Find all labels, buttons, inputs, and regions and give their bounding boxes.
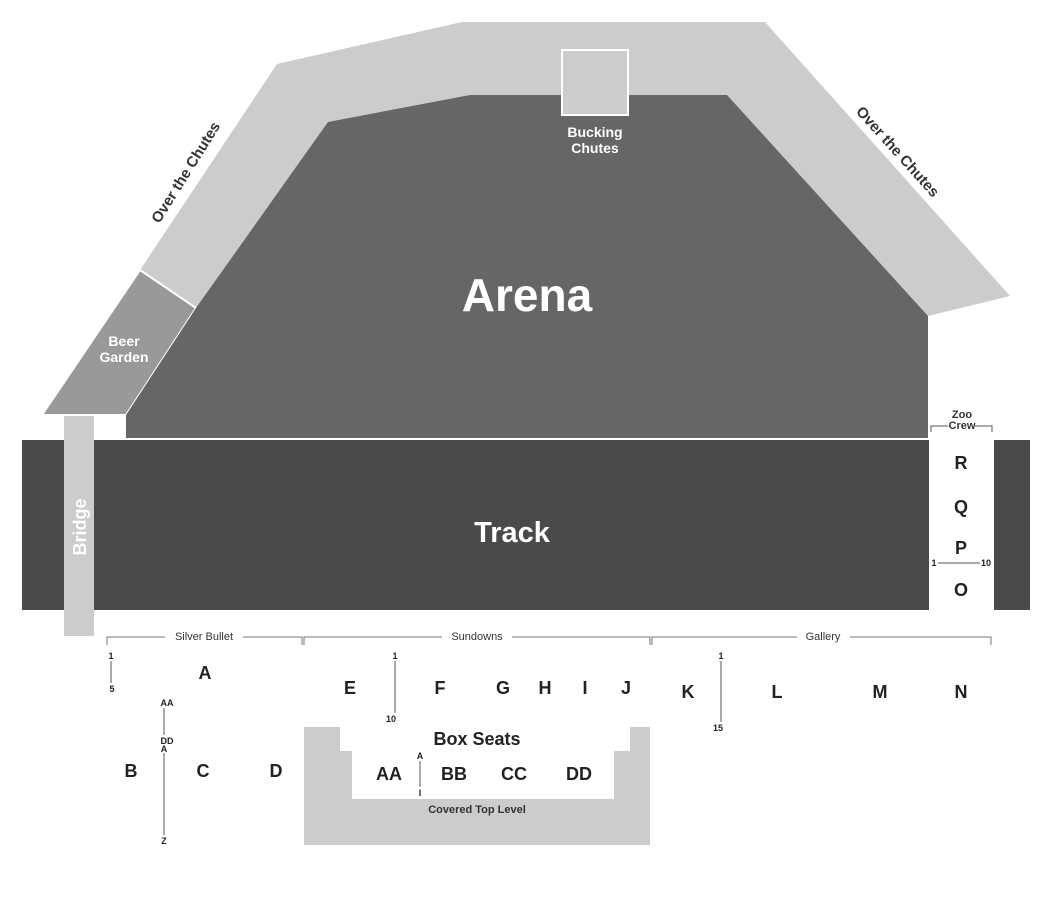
section-m[interactable]: M (873, 682, 888, 702)
section-cc[interactable]: CC (501, 764, 527, 784)
section-b[interactable]: B (125, 761, 138, 781)
arena-label: Arena (462, 269, 593, 321)
section-q[interactable]: Q (954, 497, 968, 517)
zoo-crew-label-1: Zoo (952, 409, 972, 421)
section-a[interactable]: A (199, 663, 212, 683)
bucking-chutes-box[interactable] (561, 49, 629, 116)
section-aa[interactable]: AA (376, 764, 402, 784)
track-label: Track (474, 517, 551, 549)
zoo-crew-bracket (930, 425, 993, 432)
row-bc-mid1: DD (161, 736, 174, 746)
section-d[interactable]: D (270, 761, 283, 781)
sundowns-title: Sundowns (451, 631, 503, 643)
arena-area (126, 95, 928, 438)
section-p[interactable]: P (955, 538, 967, 558)
section-c[interactable]: C (197, 761, 210, 781)
row-a-bottom: 5 (109, 684, 114, 694)
gallery-title: Gallery (806, 631, 841, 643)
section-l[interactable]: L (772, 682, 783, 702)
beer-garden-label-2: Garden (99, 349, 148, 365)
gallery-bracket (651, 636, 992, 645)
row-k-top: 1 (718, 651, 723, 661)
section-g[interactable]: G (496, 678, 510, 698)
section-f[interactable]: F (435, 678, 446, 698)
row-bc-mid2: A (161, 744, 168, 754)
bucking-chutes-label-2: Chutes (571, 140, 619, 156)
row-f-top: 1 (392, 651, 397, 661)
track-area (22, 440, 1030, 610)
covered-top-level-label: Covered Top Level (428, 804, 526, 816)
section-r[interactable]: R (955, 453, 968, 473)
row-f-bottom: 10 (386, 714, 396, 724)
silver-bullet-bracket (106, 636, 303, 645)
row-box-bottom: I (419, 788, 422, 798)
section-bb[interactable]: BB (441, 764, 467, 784)
section-o[interactable]: O (954, 580, 968, 600)
row-bc-bottom: Z (161, 836, 167, 846)
section-i[interactable]: I (582, 678, 587, 698)
section-h[interactable]: H (539, 678, 552, 698)
bucking-chutes-label-1: Bucking (567, 124, 622, 140)
section-n[interactable]: N (955, 682, 968, 702)
zoo-crew-section[interactable] (929, 424, 994, 610)
section-e[interactable]: E (344, 678, 356, 698)
beer-garden-label-1: Beer (108, 333, 140, 349)
section-dd[interactable]: DD (566, 764, 592, 784)
section-k[interactable]: K (682, 682, 695, 702)
box-seats-block[interactable] (352, 751, 614, 799)
bridge-area[interactable] (64, 416, 94, 636)
row-p-left: 1 (931, 558, 936, 568)
section-j[interactable]: J (621, 678, 631, 698)
bridge-label: Bridge (70, 498, 90, 555)
row-a-top: 1 (108, 651, 113, 661)
row-bc-top: AA (161, 698, 174, 708)
row-box-top: A (417, 751, 424, 761)
silver-bullet-title: Silver Bullet (175, 631, 233, 643)
box-seats-label: Box Seats (433, 729, 520, 749)
row-k-bottom: 15 (713, 723, 723, 733)
zoo-crew-label-2: Crew (949, 420, 976, 432)
row-p-right: 10 (981, 558, 991, 568)
sundowns-bracket (303, 636, 651, 645)
